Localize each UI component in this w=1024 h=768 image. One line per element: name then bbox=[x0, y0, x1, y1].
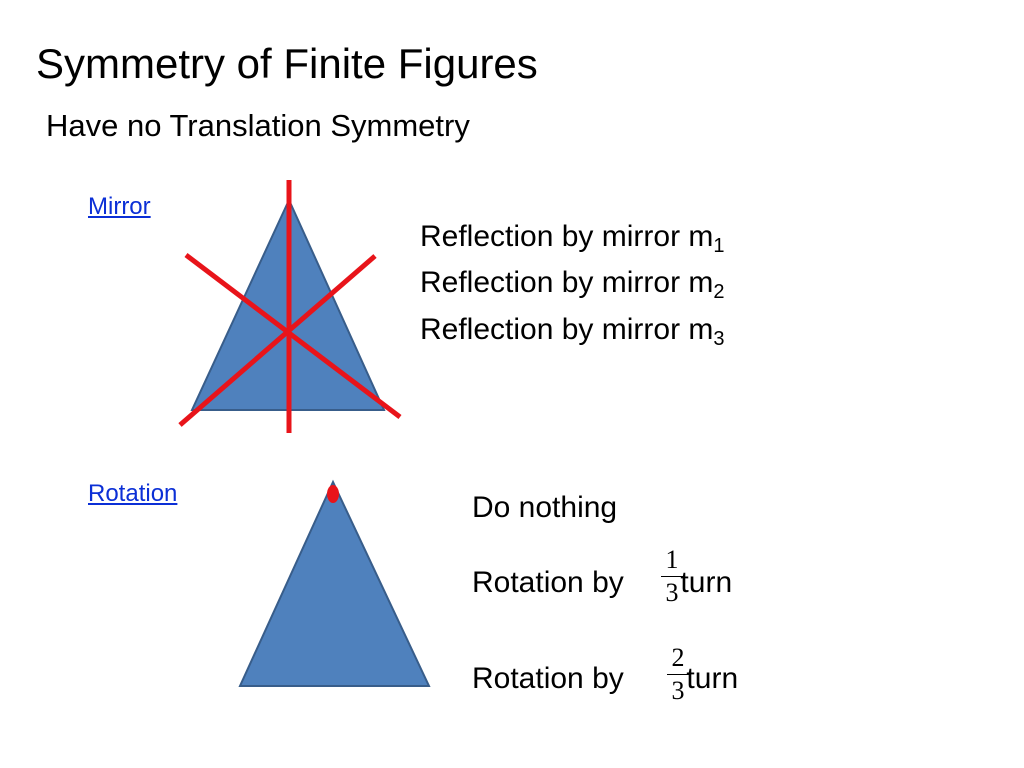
reflection-m3: Reflection by mirror m3 bbox=[420, 313, 725, 350]
rotation-triangle bbox=[238, 479, 431, 687]
slide-subtitle: Have no Translation Symmetry bbox=[46, 108, 470, 143]
fraction-one-third: 1 3 bbox=[660, 547, 684, 606]
fraction-denominator: 3 bbox=[671, 676, 685, 705]
reflection-m2: Reflection by mirror m2 bbox=[420, 266, 725, 303]
fraction-two-thirds: 2 3 bbox=[666, 645, 690, 704]
fraction-bar bbox=[667, 674, 689, 675]
mirror-line-left bbox=[184, 253, 402, 419]
fraction-numerator: 1 bbox=[665, 545, 679, 574]
slide-title: Symmetry of Finite Figures bbox=[36, 40, 538, 87]
rotation-marker bbox=[327, 485, 339, 503]
mirror-line-right bbox=[178, 254, 377, 427]
reflection-m1: Reflection by mirror m1 bbox=[420, 220, 725, 257]
fraction-denominator: 3 bbox=[665, 578, 679, 607]
rotation-link[interactable]: Rotation bbox=[88, 480, 178, 507]
mirror-link[interactable]: Mirror bbox=[88, 193, 151, 220]
fraction-numerator: 2 bbox=[671, 643, 685, 672]
fraction-bar bbox=[661, 576, 683, 577]
rotation-identity: Do nothing bbox=[472, 491, 618, 524]
rotation-one-third: Rotation by turn bbox=[472, 566, 733, 599]
rotation-two-thirds: Rotation by turn bbox=[472, 662, 739, 695]
